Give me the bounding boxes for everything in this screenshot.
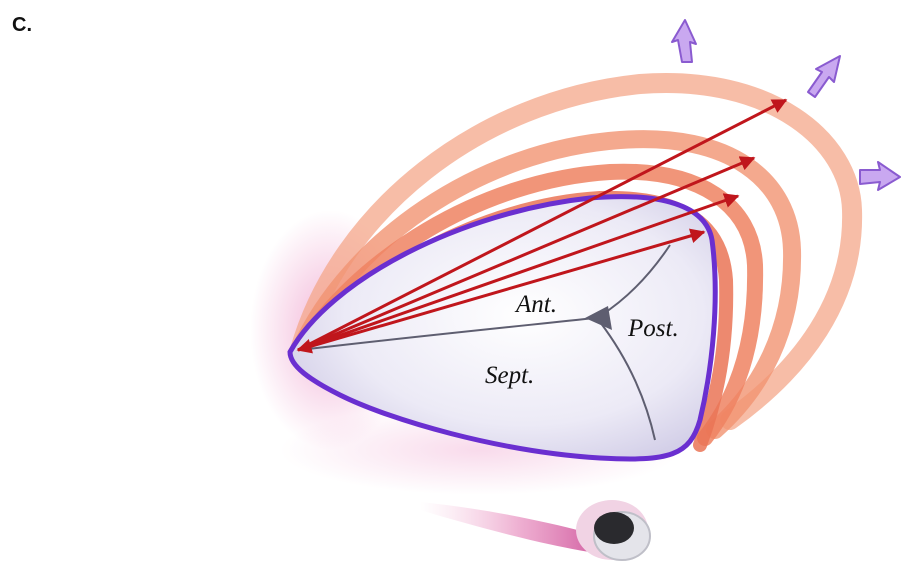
dimension-arrow-2 (297, 193, 740, 352)
dimension-arrow-4 (297, 98, 788, 352)
leaflet-label-anterior: Ant. (514, 291, 557, 318)
dimension-arrow-3 (297, 156, 756, 352)
outward-arrow-right (859, 161, 901, 191)
expansion-band-4 (290, 73, 863, 430)
leaflet-label-septal: Sept. (485, 362, 534, 389)
leaflet-label-posterior: Post. (627, 315, 679, 342)
catheter-probe (420, 500, 651, 561)
outward-arrow-diagonal (807, 55, 841, 98)
dimension-arrow-1 (296, 228, 706, 354)
panel-label: C. (12, 14, 32, 36)
catheter-tip-opening (594, 512, 634, 544)
outward-arrow-up (671, 19, 697, 63)
catheter-shaft (420, 502, 590, 552)
outward-arrows (671, 19, 901, 191)
expansion-band-3 (291, 130, 802, 439)
dimension-arrows (296, 98, 788, 354)
